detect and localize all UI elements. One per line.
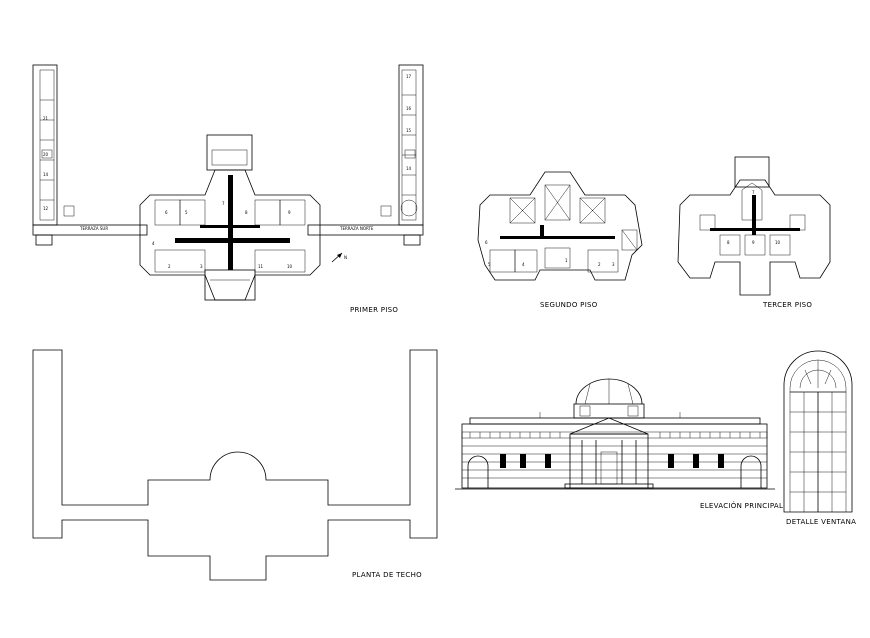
planta-techo-plan: [32, 349, 438, 581]
primer-piso-plan: 21 20 14 12 TERRAZA SUR 17 16 15 14 TERR…: [32, 64, 424, 301]
segundo-piso-plan: 6 5 4 1 2 3: [477, 171, 643, 281]
svg-text:2: 2: [168, 264, 171, 269]
primer-piso-label: PRIMER PISO: [350, 306, 398, 314]
svg-text:21: 21: [43, 116, 49, 121]
terraza-sur-label: TERRAZA SUR: [79, 226, 108, 231]
svg-text:2: 2: [598, 262, 601, 267]
svg-text:14: 14: [406, 166, 412, 171]
svg-text:6: 6: [165, 210, 168, 215]
planta-techo-label: PLANTA DE TECHO: [352, 571, 422, 579]
svg-text:11: 11: [258, 264, 264, 269]
north-arrow-label: N: [344, 255, 347, 260]
svg-text:1: 1: [228, 258, 231, 263]
svg-text:10: 10: [775, 240, 781, 245]
tercer-piso-plan: 7 8 9 10: [677, 156, 831, 296]
svg-text:3: 3: [612, 262, 615, 267]
svg-text:7: 7: [752, 190, 755, 195]
svg-text:10: 10: [287, 264, 293, 269]
svg-text:15: 15: [406, 128, 412, 133]
svg-text:5: 5: [185, 210, 188, 215]
svg-text:20: 20: [43, 152, 49, 157]
svg-text:9: 9: [752, 240, 755, 245]
svg-text:6: 6: [485, 240, 488, 245]
terraza-norte-label: TERRAZA NORTE: [339, 226, 374, 231]
svg-text:4: 4: [522, 262, 525, 267]
detalle-ventana-drawing: [783, 350, 853, 513]
svg-text:3: 3: [200, 264, 203, 269]
elevacion-principal-drawing: [455, 378, 775, 490]
svg-text:14: 14: [43, 172, 49, 177]
svg-text:16: 16: [406, 106, 412, 111]
svg-text:8: 8: [727, 240, 730, 245]
svg-text:5: 5: [488, 262, 491, 267]
segundo-piso-label: SEGUNDO PISO: [540, 301, 598, 309]
detalle-ventana-label: DETALLE VENTANA: [786, 518, 856, 526]
svg-text:17: 17: [406, 74, 412, 79]
svg-text:8: 8: [245, 210, 248, 215]
svg-text:12: 12: [43, 206, 49, 211]
svg-text:7: 7: [222, 201, 225, 206]
svg-text:4: 4: [152, 241, 155, 246]
svg-text:1: 1: [565, 258, 568, 263]
tercer-piso-label: TERCER PISO: [762, 301, 812, 309]
svg-text:9: 9: [288, 210, 291, 215]
elevacion-principal-label: ELEVACIÓN PRINCIPAL: [700, 501, 783, 510]
